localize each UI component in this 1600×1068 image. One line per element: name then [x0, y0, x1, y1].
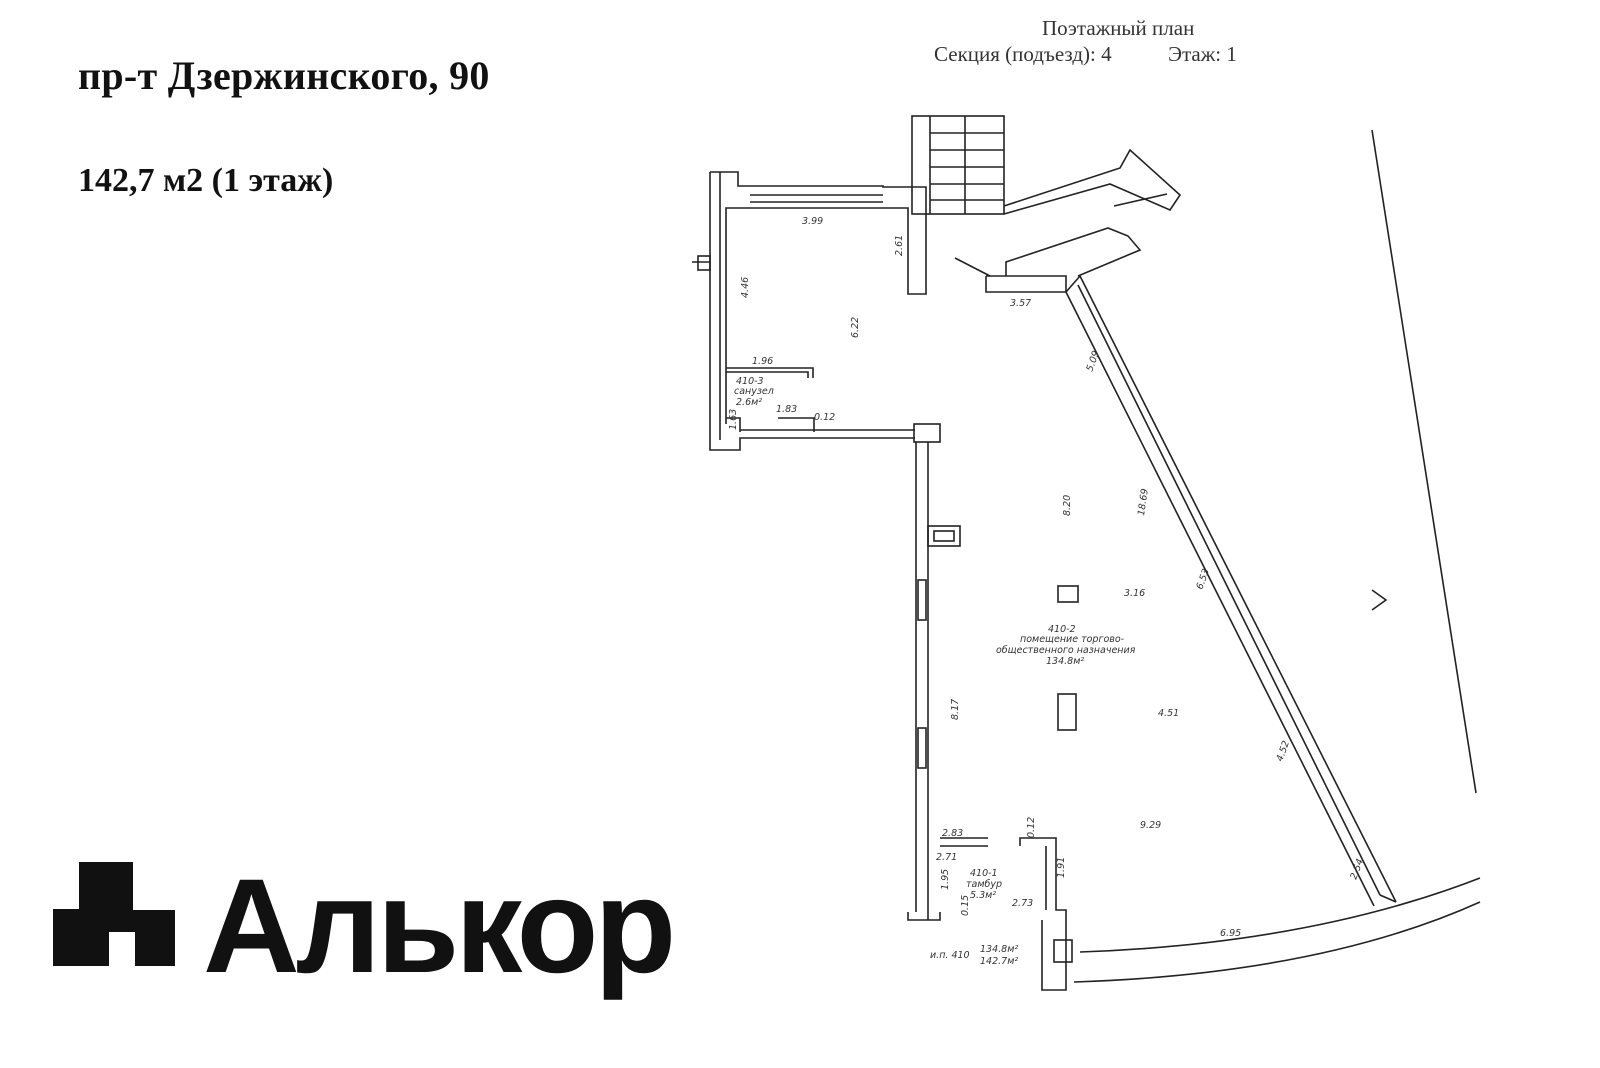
- dim-3-57: 3.57: [1010, 298, 1031, 309]
- vest-id: 410-1: [970, 868, 998, 879]
- brand-name: Алькор: [203, 852, 676, 1001]
- main-room-name-1: помещение торгово-: [1020, 634, 1125, 645]
- alkor-logo-icon: [53, 862, 175, 966]
- area-label: 142,7 м2 (1 этаж): [78, 162, 334, 199]
- dim-5-09: 5.09: [1084, 349, 1102, 373]
- plan-subtitle: Секция (подъезд): 4 Этаж: 1: [934, 42, 1600, 67]
- dim-18-69: 18.69: [1136, 488, 1151, 516]
- main-room-id: 410-2: [1048, 624, 1076, 635]
- dim-0-12-b: 0.12: [1026, 817, 1037, 838]
- dim-1-95: 1.95: [940, 869, 951, 890]
- dim-4-51: 4.51: [1158, 708, 1179, 719]
- section-label: Секция (подъезд): 4: [934, 42, 1112, 66]
- dim-8-17: 8.17: [950, 699, 961, 720]
- dim-2-83: 2.83: [942, 828, 963, 839]
- floor-plan: Поэтажный план Секция (подъезд): 4 Этаж:…: [690, 0, 1600, 1063]
- dim-0-12-a: 0.12: [814, 412, 835, 423]
- dim-1-83: 1.83: [776, 404, 797, 415]
- dim-9-29: 9.29: [1140, 820, 1161, 831]
- dim-2-71: 2.71: [936, 852, 957, 863]
- wc-area: 2.6м²: [736, 397, 762, 408]
- main-room-name-2: общественного назначения: [996, 645, 1136, 656]
- dim-1-96: 1.96: [752, 356, 773, 367]
- dim-4-46: 4.46: [740, 277, 751, 298]
- dim-1-63: 1.63: [728, 409, 739, 430]
- dim-1-91: 1.91: [1056, 857, 1067, 878]
- plan-title: Поэтажный план: [1042, 16, 1195, 40]
- dim-3-99: 3.99: [802, 216, 823, 227]
- dim-6-22: 6.22: [850, 317, 861, 338]
- floor-label: Этаж: 1: [1168, 42, 1237, 66]
- dim-2-73: 2.73: [1012, 898, 1033, 909]
- address-title: пр-т Дзержинского, 90: [78, 53, 490, 98]
- dim-6-95: 6.95: [1220, 928, 1241, 939]
- dim-0-15: 0.15: [960, 895, 971, 916]
- vest-name: тамбур: [966, 879, 1002, 890]
- dim-4-52: 4.52: [1274, 739, 1292, 763]
- dim-8-20: 8.20: [1062, 495, 1073, 516]
- wc-name: санузел: [734, 386, 774, 397]
- floor-plan-drawing: 3.99 2.61 4.46 6.22 1.96 410-3 санузел 2…: [692, 115, 1481, 991]
- vest-area: 5.3м²: [970, 890, 996, 901]
- main-room-area: 134.8м²: [1046, 656, 1084, 667]
- total-1: 134.8м²: [980, 944, 1018, 955]
- dim-3-16: 3.16: [1124, 588, 1145, 599]
- brand-logo: Алькор: [53, 852, 676, 1008]
- wc-id: 410-3: [736, 376, 764, 387]
- dim-2-61: 2.61: [894, 235, 905, 256]
- total-2: 142.7м²: [980, 956, 1018, 967]
- total-label: и.п. 410: [930, 950, 970, 961]
